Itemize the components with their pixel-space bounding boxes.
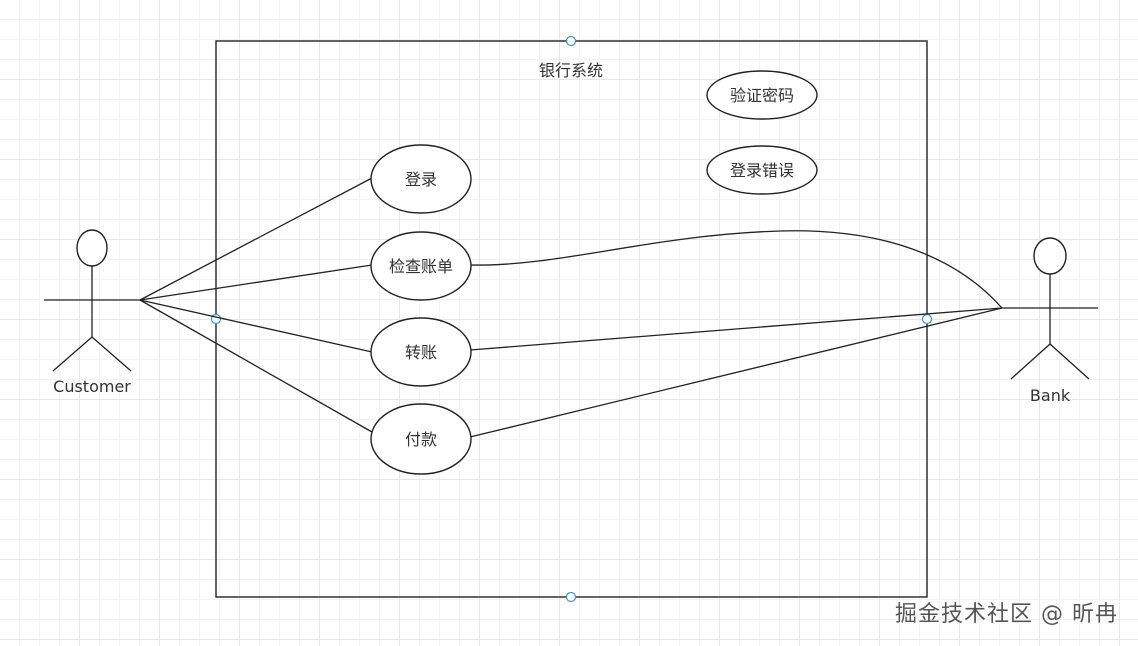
use-case-check-bill[interactable]: 检查账单 — [370, 231, 472, 301]
actor-customer[interactable]: Customer — [44, 229, 140, 396]
association-customer-check-bill[interactable] — [139, 264, 373, 301]
association-transfer-bank[interactable] — [469, 307, 1003, 351]
association-customer-payment[interactable] — [139, 299, 373, 433]
actor-bank-head — [1033, 237, 1067, 275]
actor-bank[interactable]: Bank — [1002, 237, 1098, 405]
actor-customer-label: Customer — [53, 377, 131, 396]
system-boundary[interactable] — [215, 40, 928, 598]
use-case-check-bill-label: 检查账单 — [389, 257, 453, 276]
actor-customer-head — [76, 229, 108, 267]
use-case-verify-password[interactable]: 验证密码 — [706, 70, 818, 120]
actor-bank-label: Bank — [1030, 386, 1071, 405]
boundary-handle-top[interactable] — [565, 35, 577, 47]
use-case-login-error[interactable]: 登录错误 — [706, 145, 818, 195]
use-case-login-label: 登录 — [405, 170, 437, 189]
association-customer-transfer[interactable] — [139, 299, 373, 353]
use-case-transfer-label: 转账 — [405, 343, 437, 362]
boundary-handle-bottom[interactable] — [565, 591, 577, 603]
use-case-transfer[interactable]: 转账 — [370, 317, 472, 387]
use-case-login-error-label: 登录错误 — [730, 161, 794, 180]
boundary-handle-right[interactable] — [921, 313, 933, 325]
use-case-verify-password-label: 验证密码 — [730, 86, 794, 105]
use-case-payment-label: 付款 — [405, 430, 437, 449]
system-title: 银行系统 — [539, 61, 603, 80]
association-customer-login[interactable] — [139, 177, 373, 301]
use-case-payment[interactable]: 付款 — [370, 403, 472, 475]
association-check-bill-bank[interactable] — [469, 230, 1003, 309]
association-payment-bank[interactable] — [469, 307, 1003, 438]
use-case-login[interactable]: 登录 — [370, 144, 472, 214]
watermark: 掘金技术社区 @ 昕冉 — [895, 602, 1118, 627]
